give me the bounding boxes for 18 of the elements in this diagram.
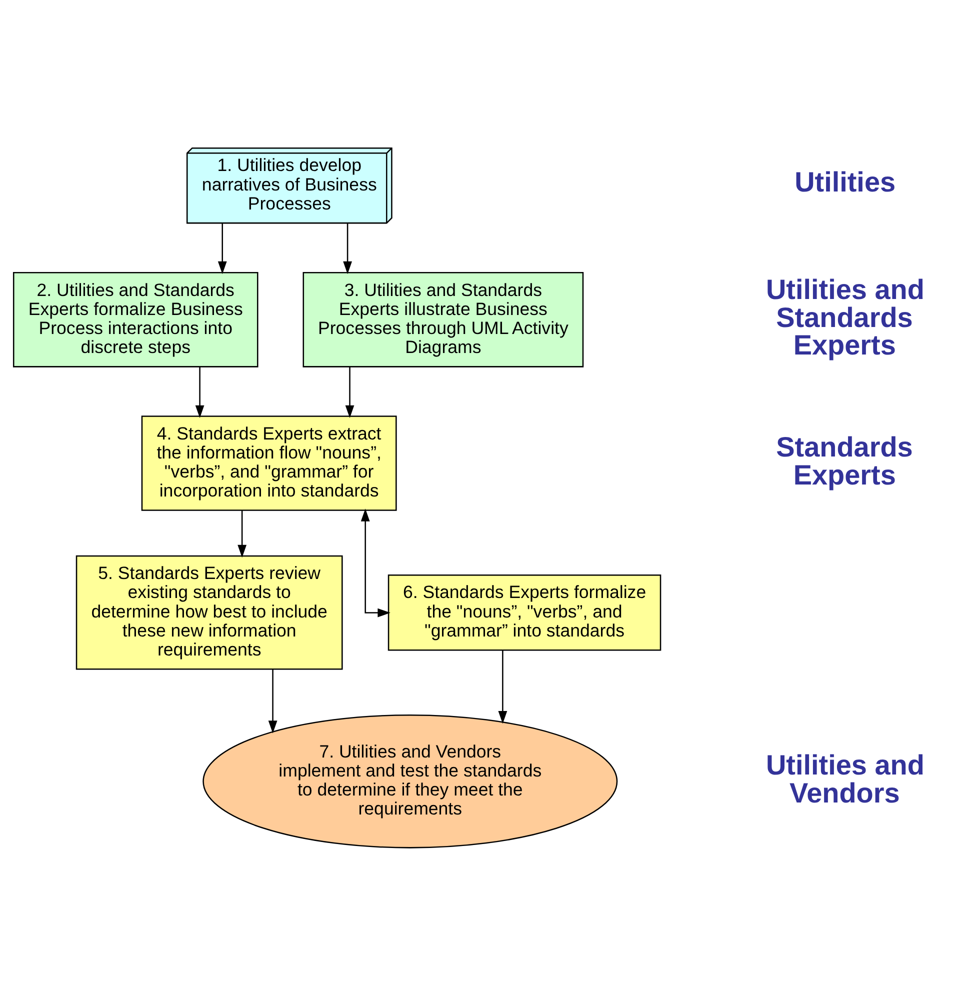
arrow bbox=[360, 508, 390, 618]
arrow bbox=[238, 510, 247, 558]
arrow bbox=[218, 223, 227, 274]
arrow bbox=[195, 366, 204, 418]
label: Utilities bbox=[794, 166, 896, 198]
node-box: 6. Standards Experts formalize the "nouns”, "verbs”, and "grammar” into standards bbox=[388, 574, 662, 651]
node-ellipse: 7. Utilities and Vendors implement and test the standards to determine if they meet the requirements bbox=[202, 714, 618, 848]
arrow bbox=[345, 366, 354, 418]
arrow bbox=[268, 669, 278, 734]
node-box: 4. Standards Experts extract the information flow "nouns”, "verbs”, and "grammar” for incorporation into standards bbox=[141, 416, 397, 511]
label: Utilities and Vendors bbox=[766, 750, 924, 809]
node-box: 5. Standards Experts review existing standards to determine how best to include these new information requirements bbox=[76, 555, 343, 670]
label: Utilities and Standards Experts bbox=[766, 274, 924, 361]
label: Standards Experts bbox=[776, 431, 913, 490]
arrow bbox=[498, 650, 508, 724]
arrow bbox=[343, 223, 352, 274]
node-box: 3. Utilities and Standards Experts illustrate Business Processes through UML Activity Diagrams bbox=[302, 272, 584, 368]
node-box: 2. Utilities and Standards Experts formalize Business Process interactions into discrete steps bbox=[12, 272, 258, 368]
